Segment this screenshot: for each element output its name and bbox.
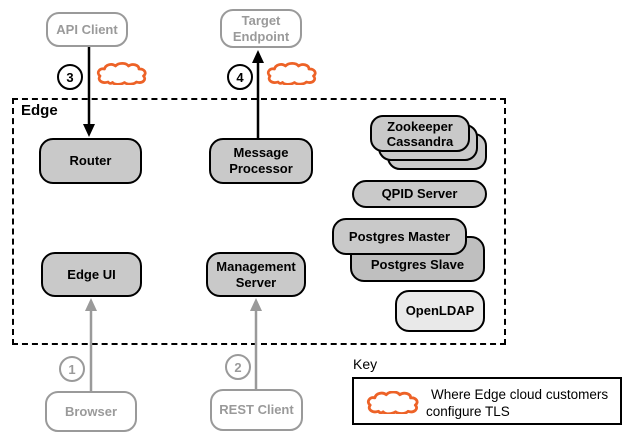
node-rest-client-label: REST Client — [219, 402, 294, 417]
node-api-client-label: API Client — [56, 21, 118, 37]
node-edge-ui-label: Edge UI — [67, 266, 116, 282]
node-zookeeper-label: Zookeeper — [387, 118, 453, 134]
node-target-endpoint-label-line2: Endpoint — [232, 28, 290, 44]
key-description-line2: configure TLS — [426, 404, 510, 419]
step-badge-3-label: 3 — [66, 69, 74, 85]
node-management-server-label-line2: Server — [235, 274, 277, 290]
node-cassandra-label: Cassandra — [386, 133, 454, 149]
node-edge-ui: Edge UI — [41, 252, 142, 297]
node-api-client: API Client — [46, 12, 128, 47]
node-openldap: OpenLDAP — [395, 290, 485, 332]
step-badge-1-label: 1 — [68, 361, 76, 377]
step-badge-1: 1 — [59, 356, 85, 382]
edge-boundary-label: Edge — [21, 102, 58, 119]
tls-cloud-icon — [266, 62, 317, 85]
node-qpid-server-label: QPID Server — [381, 186, 458, 201]
node-router-label: Router — [69, 153, 112, 168]
node-message-processor: Message Processor — [209, 138, 313, 184]
node-target-endpoint-label-line1: Target — [241, 12, 281, 28]
step-badge-3: 3 — [57, 64, 83, 90]
step-badge-2: 2 — [225, 354, 251, 380]
node-postgres-master: Postgres Master — [332, 218, 467, 255]
node-management-server-label-line1: Management — [216, 258, 296, 274]
key-description: Where Edge cloud customers configure TLS — [426, 386, 608, 420]
node-rest-client: REST Client — [210, 389, 303, 431]
node-management-server: Management Server — [206, 252, 306, 297]
tls-cloud-icon — [96, 62, 147, 85]
node-zookeeper-cassandra: Zookeeper Cassandra — [370, 115, 470, 152]
node-target-endpoint: Target Endpoint — [220, 9, 302, 48]
step-badge-2-label: 2 — [234, 359, 242, 375]
node-message-processor-label-line2: Processor — [229, 161, 293, 176]
node-message-processor-label-line1: Message — [233, 145, 289, 160]
key-description-line1: Where Edge cloud customers — [431, 387, 609, 402]
tls-cloud-icon — [366, 391, 419, 414]
node-browser: Browser — [45, 391, 137, 432]
step-badge-4: 4 — [227, 64, 253, 90]
key-box: Where Edge cloud customers configure TLS — [352, 377, 622, 425]
node-postgres-master-label: Postgres Master — [348, 228, 451, 244]
node-router: Router — [39, 138, 142, 184]
node-browser-label: Browser — [64, 403, 118, 419]
node-postgres-slave-label: Postgres Slave — [370, 257, 465, 272]
step-badge-4-label: 4 — [236, 69, 244, 85]
key-title: Key — [353, 356, 378, 372]
node-openldap-label: OpenLDAP — [405, 303, 475, 318]
node-qpid-server: QPID Server — [352, 180, 487, 208]
